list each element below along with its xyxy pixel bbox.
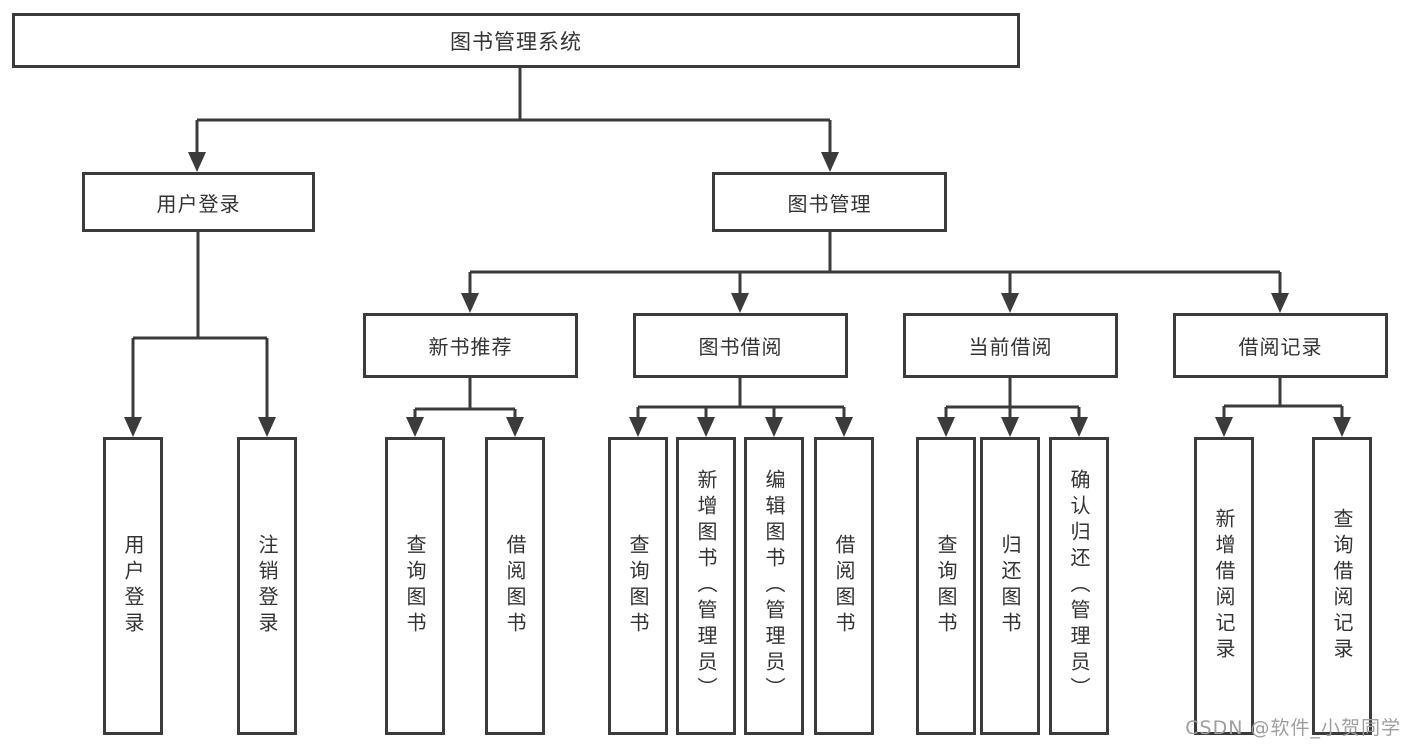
node-label: 当前借阅 (968, 335, 1053, 359)
leaf-add-book-admin: 新增图书（管理员） (676, 437, 736, 735)
node-label: 用户登录 (121, 534, 145, 638)
arrowhead (406, 417, 424, 437)
node-label: 新增图书（管理员） (694, 469, 718, 703)
edge-line (1222, 378, 1344, 419)
edge-current-borrow-children (937, 378, 1088, 437)
node-label: 查询图书 (403, 534, 427, 638)
arrowhead (821, 152, 839, 172)
csdn-watermark: CSDN @软件_小贺同学 (1185, 717, 1401, 739)
arrowhead (835, 417, 853, 437)
edge-line (413, 378, 517, 419)
arrowhead (765, 417, 783, 437)
arrowhead (1333, 417, 1351, 437)
edge-book-management-children (461, 232, 1289, 313)
arrowhead (937, 417, 955, 437)
leaf-query-books-current: 查询图书 (916, 437, 976, 735)
arrowhead (461, 293, 479, 313)
leaf-user-login: 用户登录 (103, 437, 163, 735)
node-label: 新增借阅记录 (1212, 508, 1236, 664)
node-label: 归还图书 (998, 534, 1022, 638)
edge-new-book-recommend-children (406, 378, 524, 437)
edge-line (636, 378, 846, 419)
node-label: 查询借阅记录 (1330, 508, 1354, 664)
leaf-return-book: 归还图书 (980, 437, 1040, 735)
arrowhead (1271, 293, 1289, 313)
arrowhead (1001, 417, 1019, 437)
leaf-logout: 注销登录 (237, 437, 297, 735)
arrowhead (188, 152, 206, 172)
node-current-borrow: 当前借阅 (903, 313, 1118, 378)
node-label: 查询图书 (934, 534, 958, 638)
leaf-query-borrow-record: 查询借阅记录 (1312, 437, 1372, 735)
arrowhead (1070, 417, 1088, 437)
arrowhead (506, 417, 524, 437)
node-label: 新书推荐 (428, 335, 513, 359)
edge-line (468, 232, 1282, 295)
node-user-login: 用户登录 (82, 172, 315, 232)
arrowhead (124, 417, 142, 437)
edge-book-borrow-children (629, 378, 853, 437)
leaf-query-books-recommend: 查询图书 (385, 437, 445, 735)
node-root-system: 图书管理系统 (12, 13, 1020, 68)
arrowhead (697, 417, 715, 437)
node-new-book-recommend: 新书推荐 (363, 313, 578, 378)
leaf-add-borrow-record: 新增借阅记录 (1194, 437, 1254, 735)
edge-line (131, 232, 269, 419)
leaf-query-books-borrow: 查询图书 (608, 437, 668, 735)
edge-root-to-level2 (188, 68, 839, 172)
node-label: 编辑图书（管理员） (762, 469, 786, 703)
node-label: 图书管理 (787, 191, 872, 216)
node-label: 注销登录 (255, 534, 279, 638)
node-label: 用户登录 (156, 191, 241, 216)
arrowhead (1001, 293, 1019, 313)
leaf-confirm-return-admin: 确认归还（管理员） (1049, 437, 1109, 735)
node-book-management: 图书管理 (712, 172, 947, 232)
edge-user-login-children (124, 232, 276, 437)
edge-line (944, 378, 1081, 419)
edge-line (195, 68, 832, 154)
edge-borrow-records-children (1215, 378, 1351, 437)
node-borrow-records: 借阅记录 (1173, 313, 1388, 378)
leaf-edit-book-admin: 编辑图书（管理员） (744, 437, 804, 735)
leaf-borrow-books-recommend: 借阅图书 (485, 437, 545, 735)
node-label: 图书管理系统 (450, 29, 582, 54)
leaf-borrow-books: 借阅图书 (814, 437, 874, 735)
node-label: 图书借阅 (698, 335, 783, 359)
node-label: 确认归还（管理员） (1067, 469, 1091, 703)
arrowhead (629, 417, 647, 437)
node-label: 借阅图书 (503, 534, 527, 638)
node-label: 查询图书 (626, 534, 650, 638)
arrowhead (731, 293, 749, 313)
arrowhead (1215, 417, 1233, 437)
node-book-borrow: 图书借阅 (633, 313, 848, 378)
node-label: 借阅记录 (1238, 335, 1323, 359)
arrowhead (258, 417, 276, 437)
node-label: 借阅图书 (832, 534, 856, 638)
